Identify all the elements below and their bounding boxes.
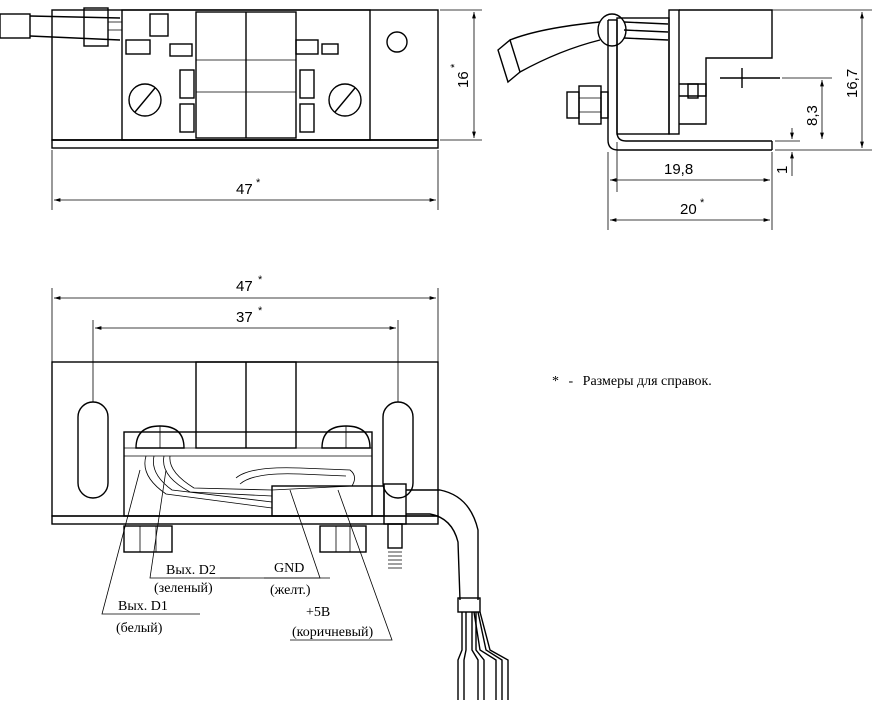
top-height-value: 16	[455, 71, 472, 88]
label-d1-color: (белый)	[116, 621, 163, 636]
label-vcc-title: +5В	[306, 605, 330, 620]
side-height-center: 8,3	[804, 105, 821, 126]
bottom-view: 47 * 37 * Вых. D2 (зеленый) Вых. D1 (бел…	[51, 274, 509, 700]
side-total-mark: *	[700, 197, 705, 209]
note-text: Размеры для справок.	[582, 374, 712, 389]
label-d2-color: (зеленый)	[154, 581, 213, 596]
top-view: 47 * 16 *	[0, 7, 482, 210]
slot-spacing-value: 37	[236, 309, 253, 326]
label-vcc-color: (коричневый)	[292, 625, 374, 640]
slot-spacing-mark: *	[258, 305, 263, 317]
reference-note: * - Размеры для справок.	[552, 374, 718, 390]
top-width-value: 47	[236, 181, 253, 198]
note-asterisk: *	[552, 374, 559, 389]
top-height-mark: *	[449, 63, 461, 68]
bottom-width-value: 47	[236, 278, 253, 295]
side-height-total: 16,7	[844, 69, 861, 98]
side-total: 20	[680, 201, 697, 218]
label-gnd-title: GND	[274, 561, 304, 576]
note-dash: -	[568, 374, 574, 389]
label-d2-title: Вых. D2	[166, 563, 216, 578]
label-gnd-color: (желт.)	[270, 583, 311, 598]
top-width-mark: *	[256, 177, 261, 189]
side-thickness: 1	[774, 166, 791, 174]
side-depth: 19,8	[664, 161, 693, 178]
side-view: 16,7 8,3 1 19,8 20 *	[497, 9, 872, 230]
bottom-width-mark: *	[258, 274, 263, 286]
label-d1-title: Вых. D1	[118, 599, 168, 614]
